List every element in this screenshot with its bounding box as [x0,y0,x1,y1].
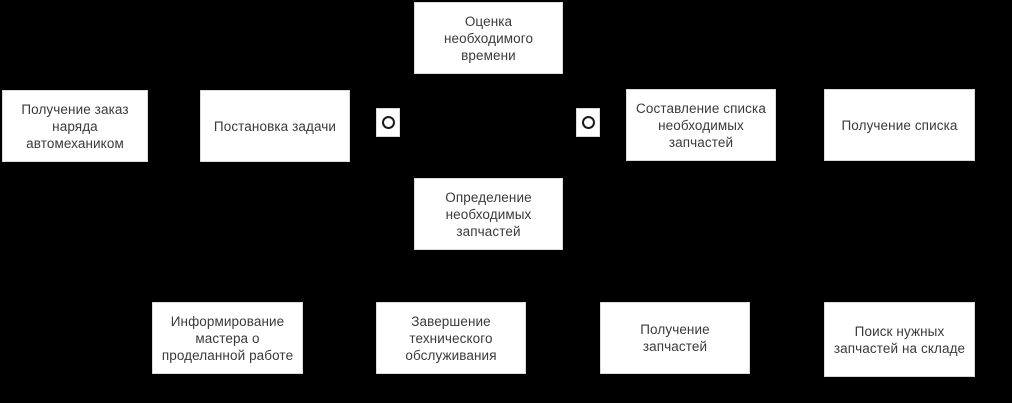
node-informirovanie-mastera-o-prodelannoj-rabote[interactable]: Информирование мастера о проделанной раб… [152,302,303,374]
node-poluchenie-spiska[interactable]: Получение списка [824,89,975,161]
node-ocenka-neobhodimogo-vremeni[interactable]: Оценка необходимого времени [414,2,563,74]
node-poluchenie-zakaz-naryada[interactable]: Получение заказ наряда автомехаником [2,90,148,162]
node-zavershenie-tehnicheskogo-obsluzhivaniya[interactable]: Завершение технического обслуживания [376,302,526,374]
node-sostavlenie-spiska-neobhodimyh-zapchastej[interactable]: Составление списка необходимых запчастей [626,89,776,161]
junction-connector-left[interactable] [376,108,400,137]
node-opredelenie-neobhodimyh-zapchastej[interactable]: Определение необходимых запчастей [414,178,563,250]
circle-ring-icon [381,116,395,129]
node-poisk-nuzhnyh-zapchastej-na-sklade[interactable]: Поиск нужных запчастей на складе [824,302,975,377]
junction-connector-right[interactable] [576,108,600,137]
node-poluchenie-zapchastej[interactable]: Получение запчастей [600,302,750,374]
node-postanovka-zadachi[interactable]: Постановка задачи [200,90,350,162]
circle-ring-icon [581,116,595,129]
